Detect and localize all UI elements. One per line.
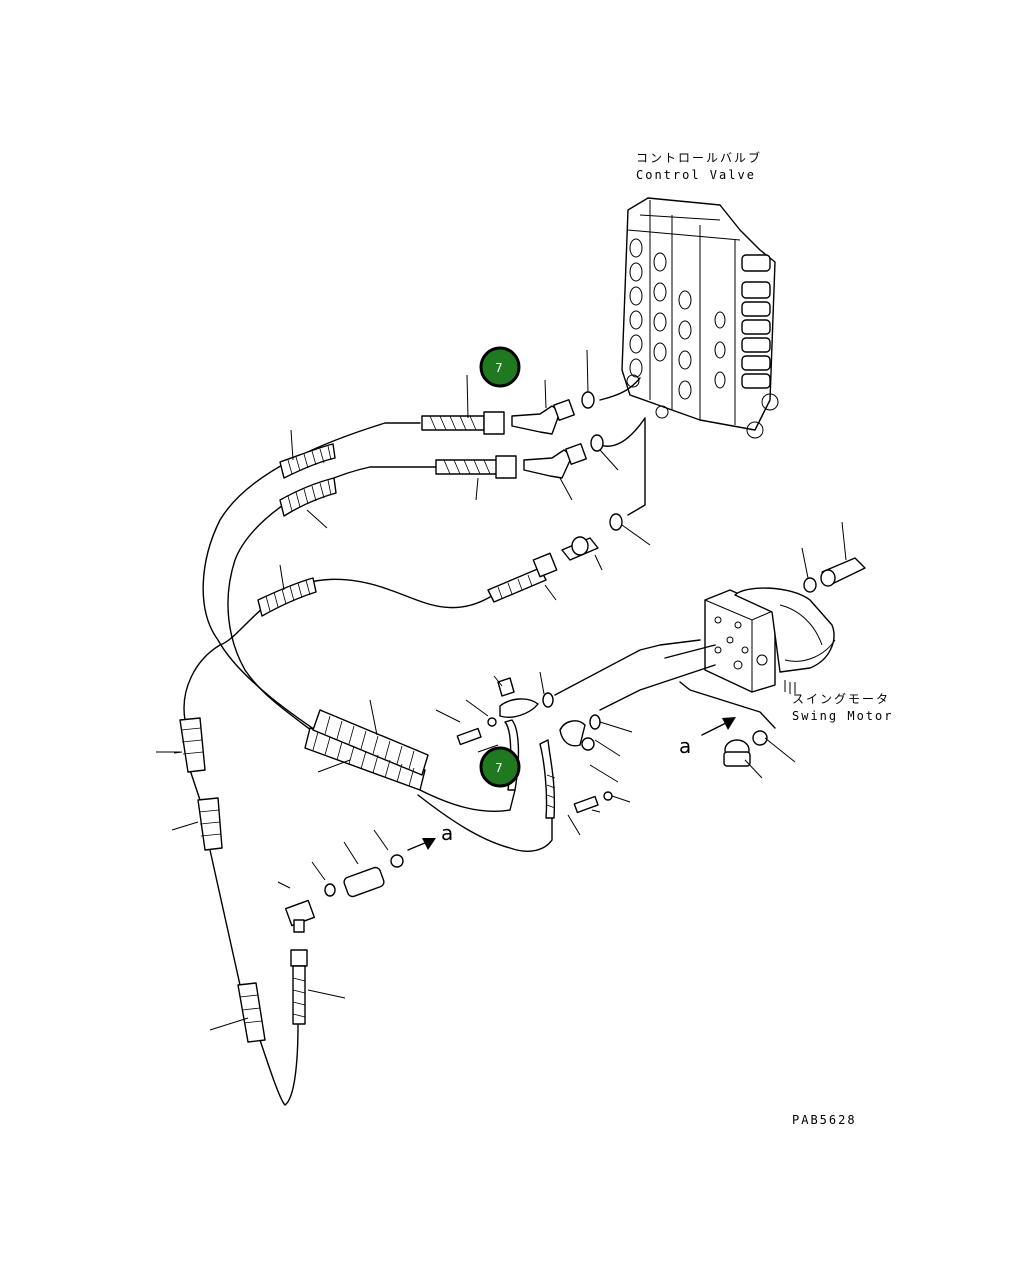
control-valve [621, 197, 779, 439]
view-marker-a-right: a [679, 734, 691, 758]
view-arrow-right [701, 717, 736, 736]
control-valve-label-en: Control Valve [636, 168, 756, 182]
callout-7-bottom-text: 7 [495, 761, 503, 775]
leader-lines [156, 349, 847, 1031]
swing-motor-label-en: Swing Motor [792, 709, 893, 723]
fittings [284, 391, 866, 1025]
swing-motor [704, 587, 836, 694]
drawing-code: PAB5628 [792, 1113, 857, 1127]
callout-7-bottom: 7 [479, 746, 521, 788]
view-marker-a-left: a [441, 821, 453, 845]
control-valve-label-jp: コントロールバルブ [636, 150, 762, 165]
callout-7-top-text: 7 [495, 361, 503, 375]
swing-motor-label-jp: スイングモータ [792, 692, 890, 706]
view-arrow-left [407, 838, 436, 851]
callout-7-top: 7 [479, 346, 521, 388]
spiral-guards [179, 443, 429, 1043]
